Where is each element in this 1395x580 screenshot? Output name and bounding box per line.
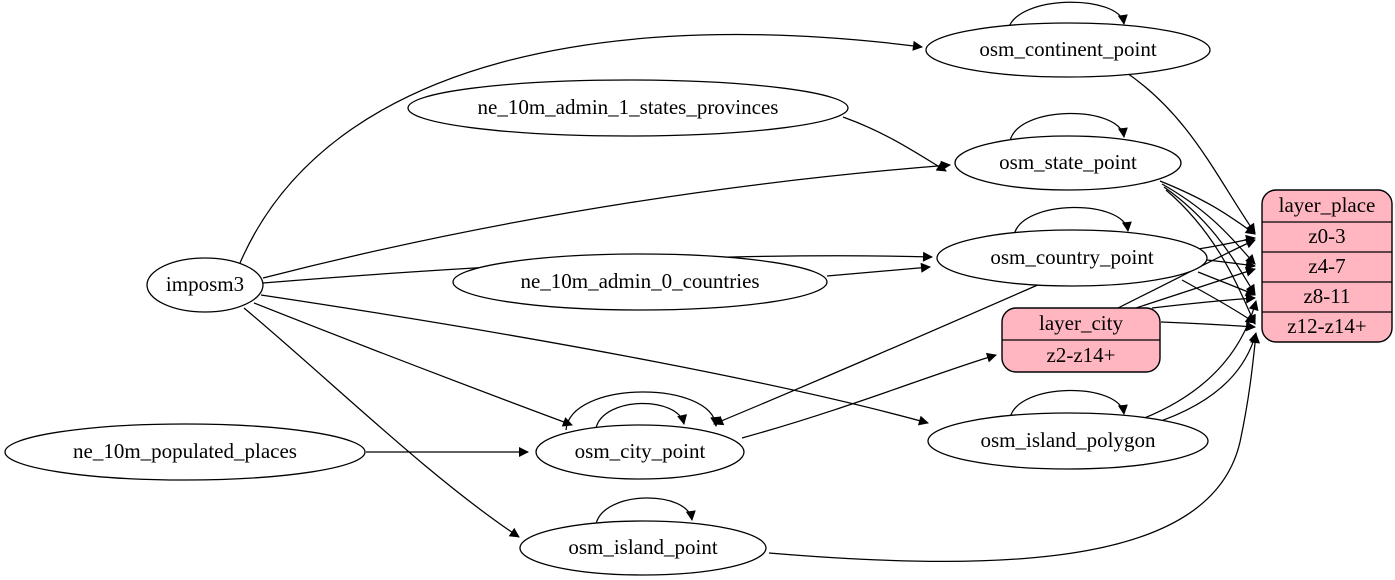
node-ne-10m-admin-1-states-provinces: ne_10m_admin_1_states_provinces (407, 79, 849, 137)
node-imposm3: imposm3 (146, 257, 264, 313)
edge-osm-island-point-to-layer-place-z12-z14 (768, 333, 1261, 563)
ne-10m-admin-0-countries-label: ne_10m_admin_0_countries (520, 269, 759, 293)
self-loop-osm-city-point-outer (565, 391, 721, 431)
edge-layer-city-to-layer-place-z4-7 (1135, 266, 1256, 309)
osm-state-point-label: osm_state_point (999, 150, 1137, 174)
ne-10m-populated-places-shape (4, 423, 366, 481)
edge-imposm3-to-osm-city-point (253, 302, 573, 427)
edge-imposm3-to-osm-state-point (262, 160, 951, 279)
edge-osm-city-point-to-layer-city (741, 352, 997, 439)
node-osm-continent-point: osm_continent_point (925, 22, 1211, 78)
layer-place-title: layer_place (1279, 193, 1376, 217)
ne-10m-admin-1-states-provinces-label: ne_10m_admin_1_states_provinces (478, 95, 779, 119)
edge-osm-country-point-to-layer-place-z8-11 (1197, 271, 1256, 296)
node-osm-country-point: osm_country_point (936, 229, 1208, 287)
node-ne-10m-populated-places: ne_10m_populated_places (4, 423, 366, 481)
self-loop-osm-state-point (1009, 112, 1128, 142)
edge-layer (239, 1, 1261, 563)
edge-osm-state-point-to-layer-place-z4-7 (1161, 183, 1256, 265)
ne-10m-admin-1-states-provinces-shape (407, 79, 849, 137)
node-ne-10m-admin-0-countries: ne_10m_admin_0_countries (452, 253, 828, 311)
edge-layer-city-to-layer-place-z12-z14 (1160, 321, 1256, 332)
edge-ne-10m-admin-1-states-provinces-to-osm-state-point (842, 116, 947, 172)
edge-layer-city-to-layer-place-z8-11 (1151, 293, 1256, 309)
edge-osm-state-point-to-layer-place-z0-3 (1159, 180, 1256, 235)
edge-imposm3-to-osm-island-polygon (260, 294, 929, 426)
node-osm-island-polygon: osm_island_polygon (927, 412, 1209, 470)
node-osm-state-point: osm_state_point (954, 135, 1182, 191)
node-osm-city-point: osm_city_point (535, 424, 745, 480)
edge-osm-continent-point-to-layer-place-z0-3 (1123, 70, 1256, 234)
osm-island-point-shape (519, 520, 767, 576)
record-layer-city: layer_city z2-z14+ (1001, 307, 1161, 373)
osm-city-point-shape (535, 424, 745, 480)
osm-country-point-shape (936, 229, 1208, 287)
edge-imposm3-to-osm-island-point (243, 307, 520, 538)
osm-continent-point-shape (925, 22, 1211, 78)
layer-place-box (1261, 189, 1393, 343)
edge-imposm3-to-osm-continent-point (239, 33, 923, 264)
layer-place-row-z12-z14: z12-z14+ (1287, 314, 1366, 338)
edge-osm-country-point-to-layer-place-z4-7 (1206, 259, 1256, 270)
self-loop-osm-island-polygon (1009, 389, 1128, 419)
osm-country-point-label: osm_country_point (990, 245, 1153, 269)
edge-osm-country-point-to-layer-place-z12-z14 (1181, 279, 1256, 324)
ne-10m-admin-0-countries-shape (452, 253, 828, 311)
edge-osm-island-polygon-to-layer-place-z8-11 (1141, 300, 1259, 420)
edge-osm-country-point-to-osm-city-point (713, 283, 1041, 426)
ne-10m-populated-places-label: ne_10m_populated_places (73, 439, 297, 463)
imposm3-label: imposm3 (166, 272, 244, 296)
osm-continent-point-label: osm_continent_point (979, 37, 1156, 61)
edge-ne-10m-admin-0-countries-to-osm-country-point (826, 262, 931, 277)
layer-place-row-z0-3: z0-3 (1308, 224, 1345, 248)
edge-osm-island-polygon-to-layer-place-z12-z14 (1151, 332, 1259, 425)
layer-city-row-z2-z14: z2-z14+ (1047, 343, 1116, 367)
layer-place-row-z8-11: z8-11 (1303, 284, 1350, 308)
edge-osm-country-point-to-layer-place-z0-3 (1197, 234, 1256, 250)
imposm3-shape (146, 257, 264, 313)
self-loop-osm-island-point (595, 497, 696, 525)
osm-island-polygon-shape (927, 412, 1209, 470)
layer-city-title: layer_city (1039, 311, 1123, 335)
self-loop-osm-country-point (1013, 206, 1132, 236)
layer-place-row-z4-7: z4-7 (1308, 254, 1345, 278)
self-loop-osm-continent-point (1007, 1, 1128, 31)
record-layer-place: layer_place z0-3 z4-7 z8-11 z12-z14+ (1261, 189, 1393, 343)
self-loop-osm-city-point-inner (595, 402, 687, 429)
edge-layer-city-to-layer-place-z0-3 (1117, 239, 1256, 309)
osm-island-point-label: osm_island_point (568, 535, 718, 559)
osm-city-point-label: osm_city_point (575, 439, 706, 463)
osm-island-polygon-label: osm_island_polygon (980, 428, 1156, 452)
node-osm-island-point: osm_island_point (519, 520, 767, 576)
osm-state-point-shape (954, 135, 1182, 191)
